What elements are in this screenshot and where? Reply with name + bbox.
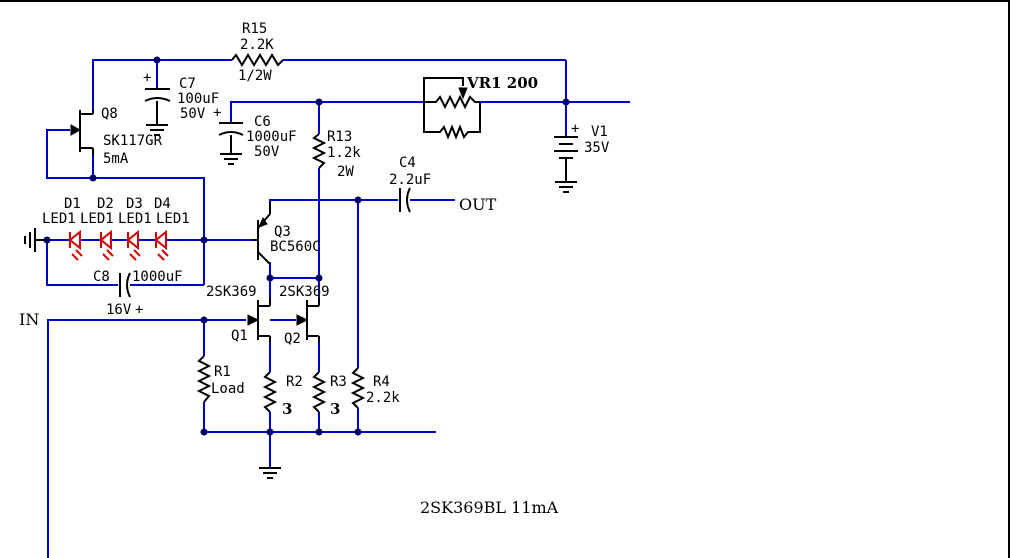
v1-value: 35V	[584, 140, 610, 156]
r3-ref: R3	[330, 374, 347, 390]
v1-ref: V1	[591, 124, 608, 140]
capacitor-c6: + C6 1000uF 50V	[213, 105, 297, 165]
r4-ref: R4	[373, 374, 390, 390]
d3-part: LED1	[118, 211, 152, 227]
c6-polarity: +	[213, 105, 221, 121]
r1-value: Load	[211, 381, 245, 397]
r13-rating: 2W	[337, 164, 354, 180]
bjt-q3: Q3 BC560C	[253, 202, 321, 265]
d1-part: LED1	[42, 211, 76, 227]
led-string: D1 LED1 D2 LED1 D3 LED1 D4 LED1	[24, 196, 190, 261]
r2-value: 3	[282, 400, 292, 418]
c7-ref: C7	[179, 76, 196, 92]
c4-value: 2.2uF	[389, 172, 431, 188]
potentiometer-vr1: VR1 200	[423, 74, 538, 140]
c6-ref: C6	[254, 114, 271, 130]
q2-part: 2SK369	[279, 284, 330, 300]
vr1-label: VR1 200	[466, 74, 538, 92]
resistor-r3: R3 3	[311, 371, 347, 418]
d2-part: LED1	[80, 211, 114, 227]
wires	[45, 59, 630, 558]
r13-ref: R13	[327, 129, 352, 145]
q8-ref: Q8	[101, 106, 118, 122]
resistor-r4: R4 2.2k	[350, 367, 400, 409]
c6-rating: 50V	[254, 144, 280, 160]
in-label: IN	[19, 310, 39, 329]
r15-value: 2.2K	[240, 37, 274, 53]
r4-value: 2.2k	[366, 390, 400, 406]
resistor-r13: R13 1.2k 2W	[311, 129, 361, 180]
v1-polarity: +	[571, 121, 579, 137]
c8-rating: 16V	[106, 302, 132, 318]
capacitor-c8: C8 1000uF 16V +	[93, 269, 183, 318]
jfet-q1: 2SK369 Q1	[206, 284, 271, 344]
d3-ref: D3	[126, 196, 143, 212]
c4-ref: C4	[399, 155, 416, 171]
c7-rating: 50V	[180, 106, 206, 122]
q1-ref: Q1	[231, 328, 248, 344]
r3-value: 3	[330, 400, 340, 418]
capacitor-c4: C4 2.2uF OUT	[389, 155, 497, 214]
q3-part: BC560C	[270, 239, 321, 255]
jfet-q2: 2SK369 Q2	[279, 284, 330, 347]
c8-polarity: +	[135, 302, 143, 318]
led-d1: D1 LED1	[42, 196, 83, 261]
out-label: OUT	[459, 195, 497, 214]
r15-ref: R15	[242, 21, 267, 37]
d4-ref: D4	[154, 196, 171, 212]
q3-ref: Q3	[274, 224, 291, 240]
q8-part: SK117GR	[103, 133, 163, 149]
led-d2: D2 LED1	[80, 196, 114, 261]
c7-value: 100uF	[177, 91, 219, 107]
q2-ref: Q2	[284, 331, 301, 347]
d1-ref: D1	[64, 196, 81, 212]
resistor-r15: R15 2.2K 1/2W	[231, 21, 284, 84]
c7-polarity: +	[143, 70, 151, 86]
d4-part: LED1	[156, 211, 190, 227]
capacitor-c7: + C7 100uF 50V	[143, 70, 219, 136]
ground-symbol	[259, 467, 281, 479]
q8-current: 5mA	[103, 151, 129, 167]
d2-ref: D2	[97, 196, 114, 212]
r13-value: 1.2k	[327, 145, 361, 161]
note-text: 2SK369BL 11mA	[420, 498, 559, 517]
c8-ref: C8	[93, 269, 110, 285]
r2-ref: R2	[286, 374, 303, 390]
c8-value: 1000uF	[132, 269, 183, 285]
led-d3: D3 LED1	[118, 196, 152, 261]
jfet-q8: Q8 SK117GR 5mA	[70, 106, 163, 167]
r1-ref: R1	[214, 364, 231, 380]
q1-part: 2SK369	[206, 284, 257, 300]
r15-rating: 1/2W	[238, 68, 272, 84]
c6-value: 1000uF	[246, 129, 297, 145]
led-d4: D4 LED1	[154, 196, 190, 261]
resistor-r2: R2 3	[262, 371, 303, 418]
junctions	[43, 56, 570, 436]
resistor-r1: R1 Load	[196, 355, 245, 403]
battery-v1: + V1 35V	[554, 121, 610, 193]
